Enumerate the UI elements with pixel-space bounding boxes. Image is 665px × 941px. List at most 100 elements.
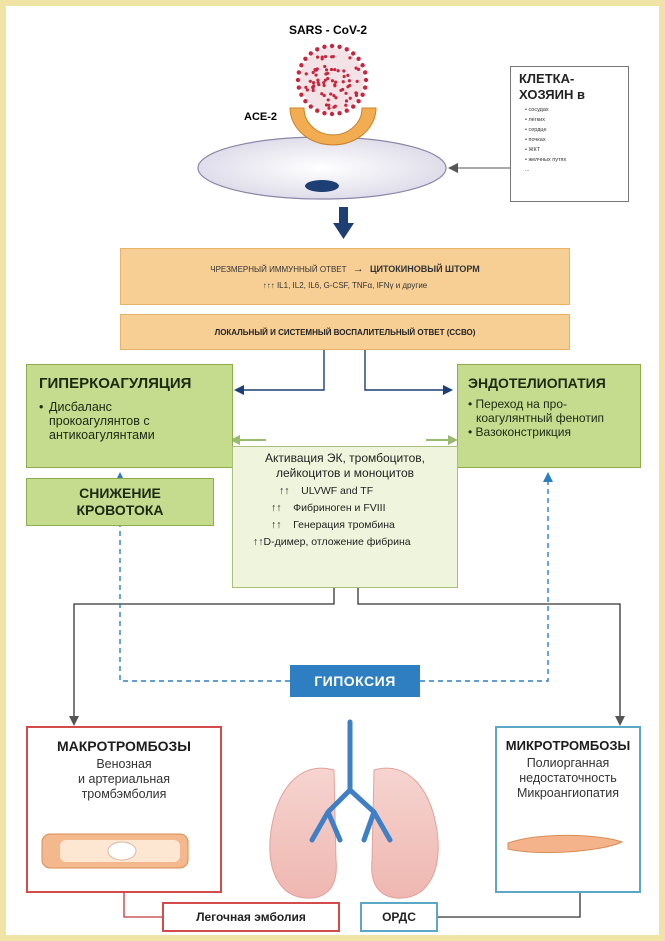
virus-spike [329,111,335,117]
virus-speckle [304,85,308,89]
capillary-illustration [507,834,624,854]
sirs-box: ЛОКАЛЬНЫЙ И СИСТЕМНЫЙ ВОСПАЛИТЕЛЬНЫЙ ОТВ… [120,314,570,350]
microthrombosis-text: недостаточность [519,771,617,785]
virus-label: SARS - CoV-2 [288,23,367,37]
microthrombosis-text: Полиорганная [526,756,610,770]
hypercoagulation-title: ГИПЕРКОАГУЛЯЦИЯ [39,375,192,392]
virus-speckle [330,79,335,83]
micro-to-ards-line [438,893,581,918]
endotheliopathy-item: • Переход на про- [468,397,568,411]
reduced-bloodflow-line2: КРОВОТОКА [76,502,164,518]
virus-spike [295,77,301,83]
virus-speckle [333,104,337,108]
macro-to-pe-line [123,893,162,918]
virus-spike [315,108,320,113]
hypercoagulation-text: прокоагулянтов с [49,414,150,428]
virus-spike [337,110,342,116]
virus-spike [308,104,314,109]
host-cell-title-line2: ХОЗЯИН в [519,87,585,102]
virus-spike [344,47,349,52]
virus-speckle [322,93,326,98]
host-cell-box: КЛЕТКА- ХОЗЯИН в • сосудах • легких • се… [510,66,629,202]
virus-spike [322,110,327,116]
virus-speckle [327,106,331,110]
endotheliopathy-title: ЭНДОТЕЛИОПАТИЯ [468,375,606,391]
virus-speckle [324,103,329,107]
virus-spike [363,77,369,83]
virus-speckle [311,88,315,93]
host-cell-illustration [197,136,447,200]
microthrombosis-text: Микроангиопатия [516,786,620,800]
hypoxia-to-bloodflow-arrow [115,472,290,682]
reduced-bloodflow-box: СНИЖЕНИЕ КРОВОТОКА [26,478,214,526]
virus-speckle [336,69,340,73]
virus-speckle [311,80,316,85]
virus-speckle [326,76,330,81]
virus-speckle [330,55,334,59]
virus-speckle [356,67,361,71]
virus-speckle [346,85,350,89]
host-cell-item: • легких [525,117,545,123]
big-down-arrow [333,207,354,239]
endotheliopathy-item: коагулянтный фенотип [476,411,605,425]
cytokines-list: ↑↑↑ IL1, IL2, IL6, G-CSF, TNFα, IFNγ и д… [262,281,428,290]
virus-speckle [339,88,343,92]
virus-speckle [323,78,327,82]
macrothrombosis-title: МАКРОТРОМБОЗЫ [56,738,192,754]
activation-heading: лейкоцитов и моноцитов [275,466,414,480]
virus-speckle [327,103,331,107]
sirs-to-endothelio-arrow [364,350,453,395]
virus-spike [322,44,327,50]
virus-spike [299,63,304,68]
virus-spike [360,63,365,68]
virus-speckle [342,69,346,73]
virus-speckle [346,73,350,78]
activation-row: ↑↑ Генерация тромбина [271,519,395,531]
virus-speckle [332,94,336,98]
activation-heading: Активация ЭК, тромбоцитов, [264,451,426,465]
microthrombosis-title: МИКРОТРОМБОЗЫ [505,738,631,753]
host-cell-item: • сердце [525,127,547,133]
vessel-illustration [41,833,189,869]
hypoxia-to-endothelio-arrow [420,472,553,682]
virus-speckle [333,68,337,72]
macrothrombosis-text: и артериальная [78,772,170,786]
cytokine-storm-label: ЦИТОКИНОВЫЙ ШТОРМ [369,264,480,274]
virus-spike [299,92,304,97]
virus-speckle [344,99,349,103]
virus-speckle [354,93,359,97]
immune-response-box: ЧРЕЗМЕРНЫЙ ИММУННЫЙ ОТВЕТ → ЦИТОКИНОВЫЙ … [120,248,570,305]
virus-spike [360,92,365,97]
virus-spike [350,51,356,56]
virus-speckle [355,79,359,83]
virus-speckle [341,80,345,84]
arrow-right-icon: → [352,263,364,275]
microthrombosis-box: МИКРОТРОМБОЗЫ Полиорганная недостаточнос… [495,726,641,893]
virus-speckle [324,68,329,72]
virus-speckle [329,67,334,72]
virus-spike [329,43,335,49]
virus-spike [362,70,368,75]
virus-speckle [308,79,312,83]
virus-speckle [334,80,338,84]
virus-speckle [342,74,346,79]
virus-speckle [312,84,316,88]
host-cell-title-line1: КЛЕТКА- [519,71,575,86]
ace2-receptor-illustration [289,107,377,146]
virus-spike [296,85,302,90]
virus-speckle [305,88,309,92]
virus-speckle [316,78,320,82]
virus-spike [337,44,342,50]
host-cell-item: • ЖКТ [525,147,541,153]
virus-speckle [348,56,352,60]
hypercoagulation-text: Дисбаланс [49,400,112,414]
virus-spike [356,56,361,62]
virus-speckle [320,92,324,96]
host-cell-item: • желчных путях [525,157,567,163]
activation-box: Активация ЭК, тромбоцитов, лейкоцитов и … [232,446,458,588]
pulmonary-embolism-box: Легочная эмболия [162,902,340,932]
host-cell-ellipsis: ... [525,167,530,173]
host-cell-item: • почках [525,137,546,143]
virus-spike [303,56,308,62]
